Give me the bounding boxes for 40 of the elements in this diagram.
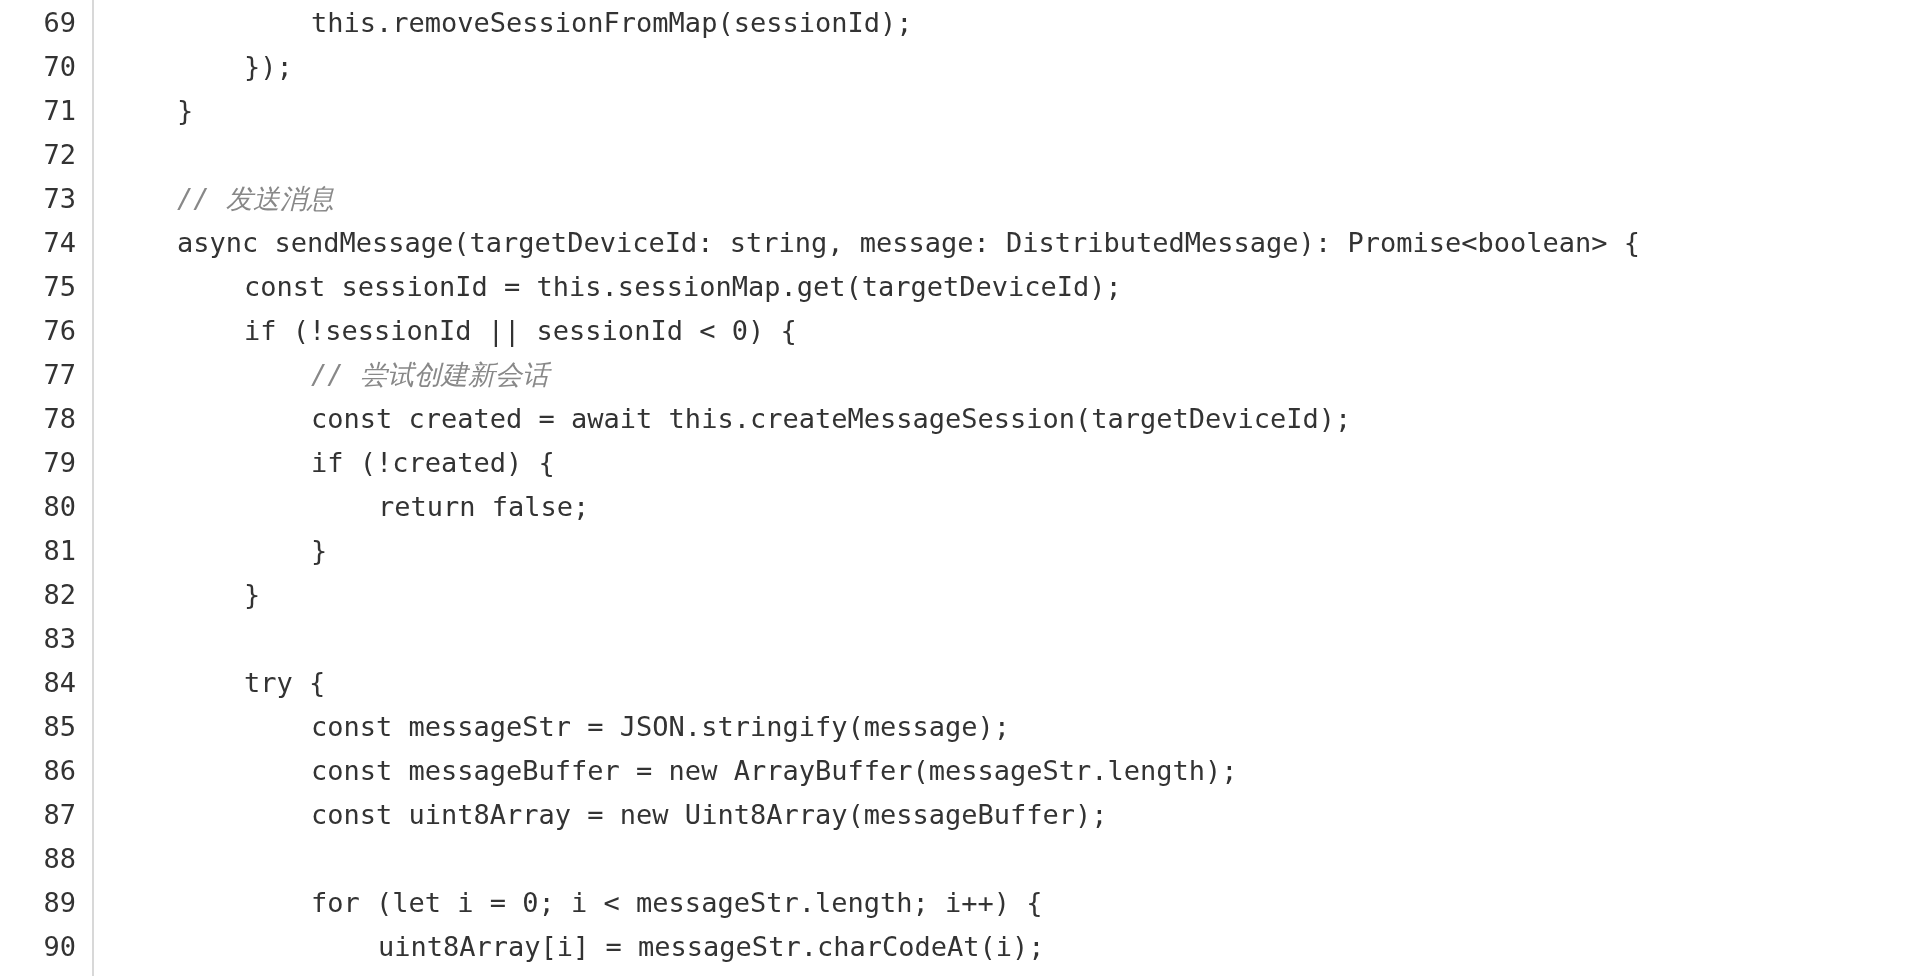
code-line: const messageBuffer = new ArrayBuffer(messageStr.length); <box>311 754 1238 788</box>
code-line: const created = await this.createMessageSession(targetDeviceId); <box>311 402 1352 436</box>
line-number: 78 <box>42 402 76 436</box>
line-number: 89 <box>42 886 76 920</box>
line-number: 80 <box>42 490 76 524</box>
code-line: this.removeSessionFromMap(sessionId); <box>311 6 913 40</box>
code-line: } <box>244 578 261 612</box>
code-line: } <box>311 534 328 568</box>
code-line: try { <box>244 666 326 700</box>
line-number: 83 <box>42 622 76 656</box>
line-number: 84 <box>42 666 76 700</box>
code-line: if (!sessionId || sessionId < 0) { <box>244 314 797 348</box>
code-line: for (let i = 0; i < messageStr.length; i++) { <box>311 886 1043 920</box>
line-number: 75 <box>42 270 76 304</box>
line-number: 87 <box>42 798 76 832</box>
line-number: 77 <box>42 358 76 392</box>
code-line: const uint8Array = new Uint8Array(messageBuffer); <box>311 798 1108 832</box>
line-number: 74 <box>42 226 76 260</box>
line-number: 70 <box>42 50 76 84</box>
line-number: 90 <box>42 930 76 964</box>
line-number: 73 <box>42 182 76 216</box>
line-number: 86 <box>42 754 76 788</box>
line-number: 85 <box>42 710 76 744</box>
line-number: 72 <box>42 138 76 172</box>
line-number: 76 <box>42 314 76 348</box>
code-comment: // 发送消息 <box>177 182 334 216</box>
line-number: 81 <box>42 534 76 568</box>
line-number: 69 <box>42 6 76 40</box>
line-number: 88 <box>42 842 76 876</box>
line-number: 82 <box>42 578 76 612</box>
code-line: uint8Array[i] = messageStr.charCodeAt(i); <box>378 930 1045 964</box>
line-number: 71 <box>42 94 76 128</box>
code-line: } <box>177 94 194 128</box>
code-line: async sendMessage(targetDeviceId: string, message: DistributedMessage): Promise<boolean> { <box>177 226 1640 260</box>
code-line: return false; <box>378 490 590 524</box>
code-line: const sessionId = this.sessionMap.get(targetDeviceId); <box>244 270 1122 304</box>
code-line: const messageStr = JSON.stringify(message); <box>311 710 1010 744</box>
code-line: }); <box>244 50 293 84</box>
code-line: if (!created) { <box>311 446 555 480</box>
line-number: 79 <box>42 446 76 480</box>
